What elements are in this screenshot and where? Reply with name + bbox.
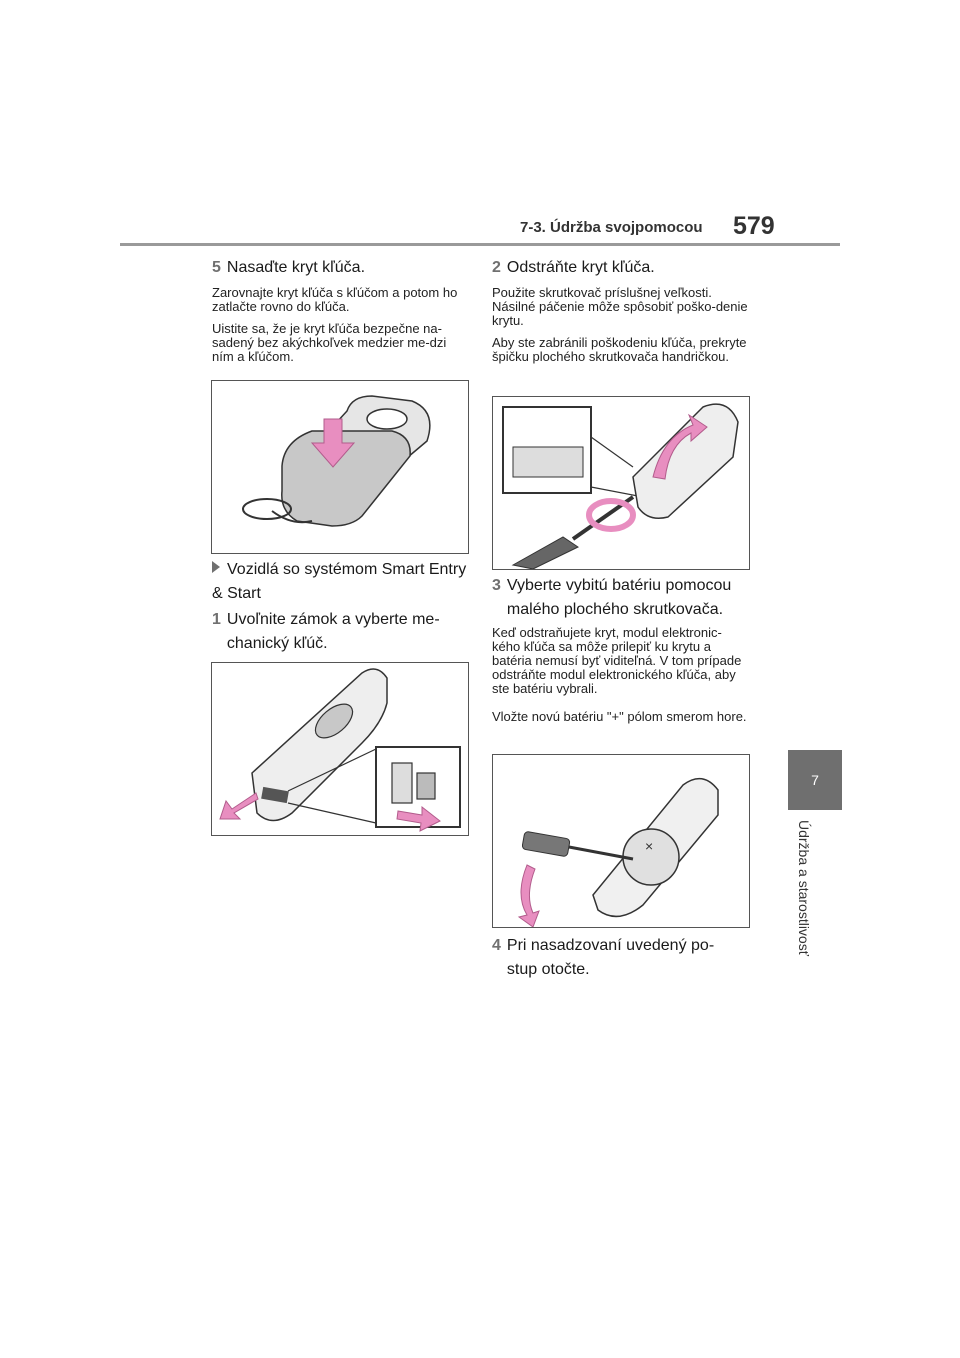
step-number: 4 <box>492 937 501 954</box>
step-3-note-2: Vložte novú batériu "+" pólom smerom hor… <box>492 709 747 724</box>
step-text: Uvoľnite zámok a vyberte me-chanický kľú… <box>226 611 440 652</box>
step-number: 2 <box>492 259 501 276</box>
bullet-smart-entry: Vozidlá so systémom Smart Entry & Start <box>212 558 468 606</box>
step-5: 5 Nasaďte kryt kľúča. <box>212 256 468 280</box>
step-number: 5 <box>212 259 221 276</box>
step-1: 1 Uvoľnite zámok a vyberte me-chanický kľ… <box>212 608 468 656</box>
page-number: 579 <box>733 212 775 240</box>
step-text: Pri nasadzovaní uvedený po-stup otočte. <box>506 937 715 978</box>
section-title: 7-3. Údržba svojpomocou <box>520 219 703 236</box>
step-5-note-1: Zarovnajte kryt kľúča s kľúčom a potom h… <box>212 285 458 314</box>
step-3: 3 Vyberte vybitú batériu pomocou malého p… <box>492 574 752 622</box>
step-2: 2 Odstráňte kryt kľúča. <box>492 256 752 280</box>
header-rule <box>120 243 840 246</box>
chapter-tab[interactable]: 7 <box>788 750 842 810</box>
svg-text:×: × <box>645 838 653 854</box>
bullet-text: Vozidlá so systémom Smart Entry & Start <box>212 561 467 602</box>
figure-release-key <box>211 662 469 836</box>
step-2-note-2: Aby ste zabránili poškodeniu kľúča, prek… <box>492 335 747 364</box>
step-number: 1 <box>212 611 221 628</box>
step-number: 3 <box>492 577 501 594</box>
chapter-label: Údržba a starostlivosť <box>796 820 812 956</box>
step-text: Odstráňte kryt kľúča. <box>506 259 655 276</box>
step-3-note-1: Keď odstraňujete kryt, modul elektronic-… <box>492 625 742 696</box>
figure-remove-battery: × <box>492 754 750 928</box>
step-text: Vyberte vybitú batériu pomocou malého pl… <box>506 577 732 618</box>
figure-remove-cover <box>492 396 750 570</box>
step-4: 4 Pri nasadzovaní uvedený po-stup otočte. <box>492 934 752 982</box>
step-2-note-1: Použite skrutkovač príslušnej veľkosti. … <box>492 285 748 328</box>
figure-attach-cover <box>211 380 469 554</box>
step-5-note-2: Uistite sa, že je kryt kľúča bezpečne na… <box>212 321 447 364</box>
triangle-bullet-icon <box>212 561 220 573</box>
step-text: Nasaďte kryt kľúča. <box>226 259 366 276</box>
